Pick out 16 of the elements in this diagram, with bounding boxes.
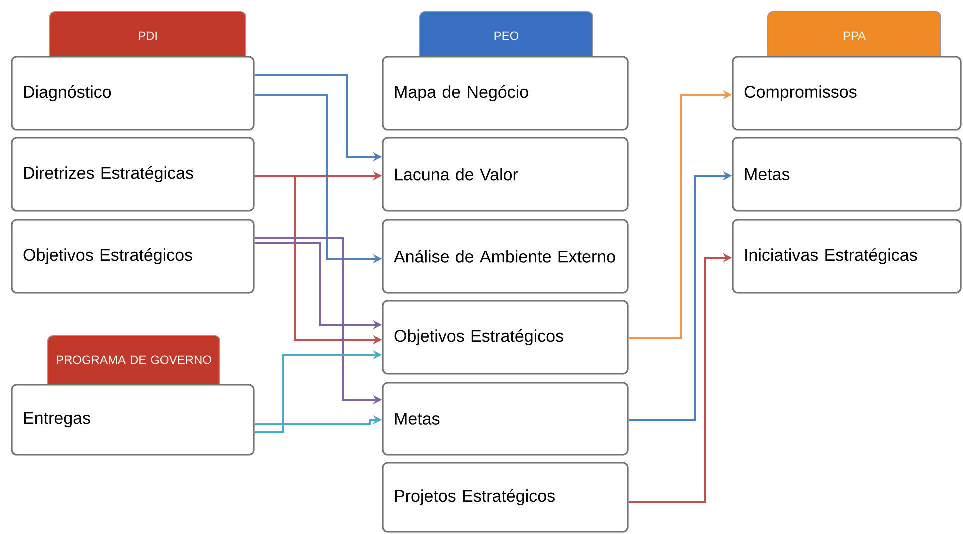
header-tab: PDI <box>50 12 246 60</box>
text-box: Entregas <box>11 384 255 456</box>
text-box: Metas <box>732 137 962 212</box>
header-tab: PPA <box>768 12 942 60</box>
text-box: Lacuna de Valor <box>382 137 629 212</box>
text-box: Projetos Estratégicos <box>382 462 629 533</box>
text-box: Mapa de Negócio <box>382 56 629 131</box>
text-box: Compromissos <box>732 56 962 131</box>
text-box: Análise de Ambiente Externo <box>382 219 629 294</box>
text-box: Diagnóstico <box>11 56 255 131</box>
text-box: Metas <box>382 382 629 456</box>
text-box: Objetivos Estratégicos <box>11 219 255 294</box>
header-tab: PEO <box>420 12 594 60</box>
text-box: Diretrizes Estratégicas <box>11 137 255 212</box>
text-box: Objetivos Estratégicos <box>382 300 629 375</box>
text-box: Iniciativas Estratégicas <box>732 219 962 294</box>
